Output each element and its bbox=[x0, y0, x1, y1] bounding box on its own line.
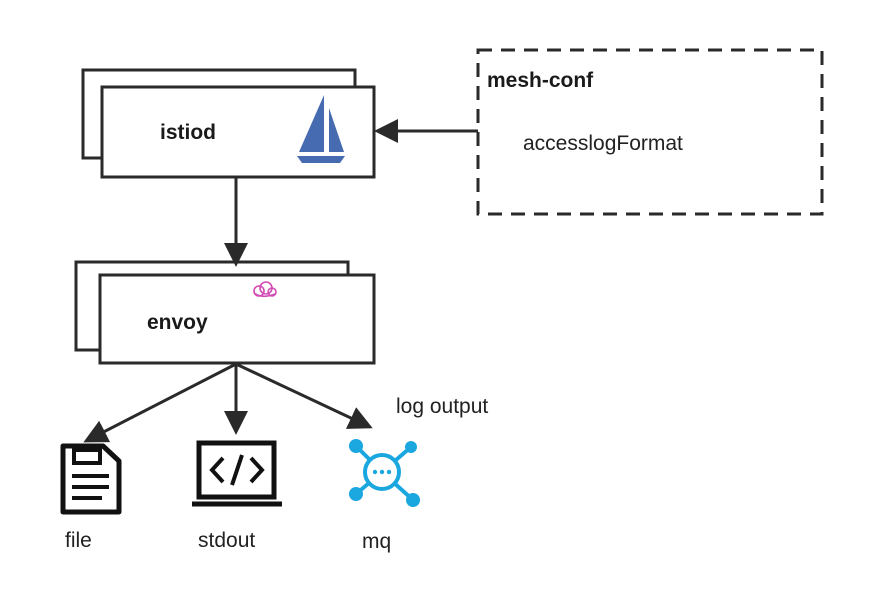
connectors bbox=[83, 119, 478, 443]
istio-logo-icon bbox=[297, 95, 345, 163]
mesh-conf-border bbox=[476, 48, 824, 216]
istiod-label: istiod bbox=[160, 121, 216, 144]
istiod-node[interactable]: istiod bbox=[81, 68, 376, 179]
log-output-label: log output bbox=[396, 395, 488, 418]
mesh-conf-field: accesslogFormat bbox=[523, 132, 683, 155]
envoy-logo-icon bbox=[253, 281, 277, 298]
message-queue-icon bbox=[349, 439, 420, 507]
code-terminal-icon bbox=[192, 440, 282, 507]
output-label-file: file bbox=[65, 529, 92, 552]
envoy-label: envoy bbox=[147, 311, 208, 334]
envoy-node[interactable]: envoy bbox=[74, 260, 376, 365]
envoy-front-card bbox=[98, 273, 376, 365]
arrow-envoy-to-file bbox=[83, 362, 237, 443]
mesh-conf-title: mesh-conf bbox=[487, 69, 594, 92]
output-label-stdout: stdout bbox=[198, 529, 255, 552]
arrow-envoy-to-mq bbox=[235, 362, 373, 429]
output-label-mq: mq bbox=[362, 530, 391, 553]
mesh-conf-node[interactable]: mesh-conf accesslogFormat bbox=[476, 48, 824, 216]
file-icon bbox=[60, 443, 122, 515]
